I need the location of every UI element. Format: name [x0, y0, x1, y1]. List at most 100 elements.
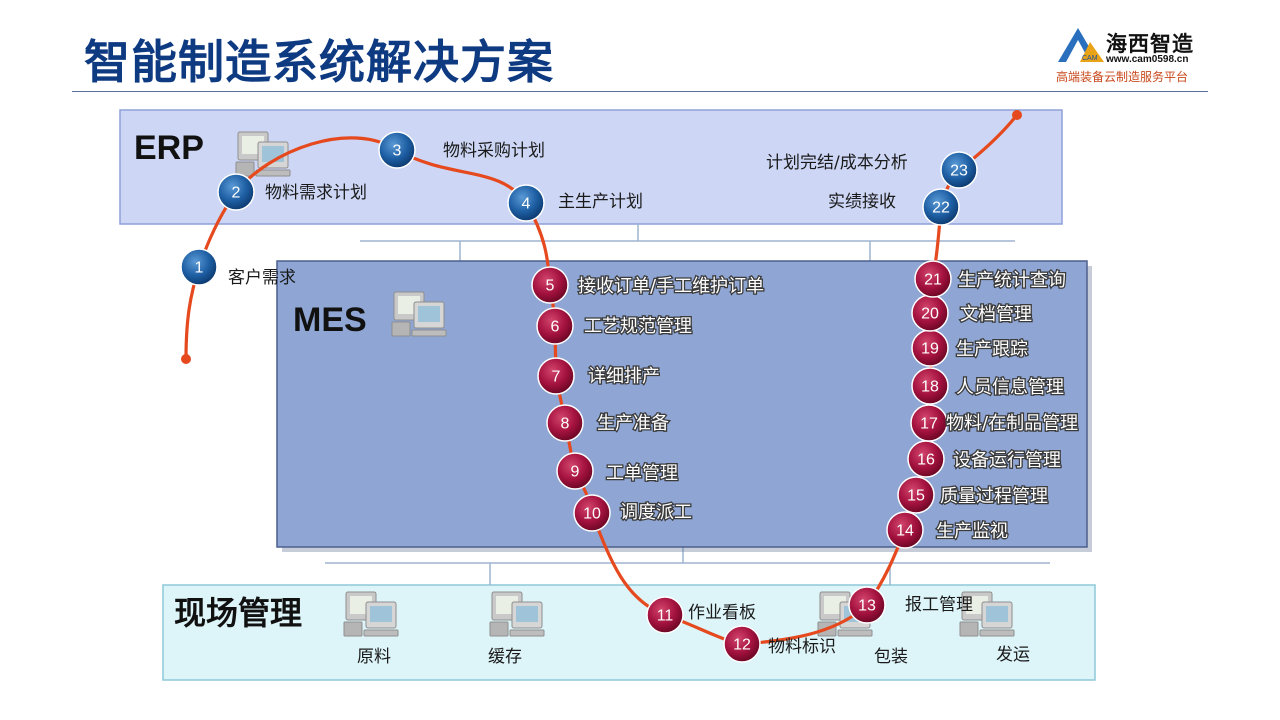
company-logo: CAM 海西智造 www.cam0598.cn 高端装备云制造服务平台 — [1052, 26, 1212, 86]
station-buffer: 缓存 — [488, 647, 522, 667]
step-number: 3 — [393, 143, 402, 160]
step-1: 1 客户需求 — [180, 248, 296, 288]
station-shipping: 发运 — [996, 645, 1030, 665]
step-label: 计划完结/成本分析 — [766, 153, 908, 173]
step-number: 22 — [932, 200, 950, 217]
step-node-21 — [914, 260, 952, 298]
step-number: 19 — [921, 341, 939, 358]
step-number: 18 — [921, 379, 939, 396]
step-node-5 — [531, 266, 569, 304]
logo-mark-text: CAM — [1082, 55, 1098, 62]
step-number: 4 — [522, 196, 531, 213]
step-label: 生产监视 — [936, 521, 1008, 542]
step-node-11 — [646, 596, 684, 634]
step-13: 13 报工管理 — [848, 586, 973, 624]
step-number: 13 — [858, 598, 876, 615]
step-node-6 — [536, 307, 574, 345]
step-number: 12 — [733, 637, 751, 654]
step-label: 物料标识 — [768, 637, 836, 657]
step-label: 质量过程管理 — [940, 486, 1048, 507]
step-20: 20 文档管理 — [911, 294, 1033, 332]
step-number: 14 — [896, 523, 914, 540]
station-packing: 包装 — [874, 647, 908, 667]
step-node-13 — [848, 586, 886, 624]
step-label: 文档管理 — [960, 304, 1032, 325]
step-node-14 — [886, 511, 924, 549]
step-17: 17 物料/在制品管理 — [910, 404, 1079, 442]
step-number: 23 — [950, 163, 968, 180]
step-number: 2 — [232, 185, 241, 202]
step-16: 16 设备运行管理 — [907, 440, 1062, 478]
step-number: 11 — [657, 608, 674, 625]
step-label: 接收订单/手工维护订单 — [578, 276, 764, 297]
step-3: 3 物料采购计划 — [378, 131, 545, 169]
erp-layer-title: ERP — [134, 129, 204, 167]
step-node-4 — [507, 184, 545, 222]
step-11: 11 作业看板 — [646, 596, 756, 634]
step-number: 9 — [571, 464, 580, 481]
step-label: 物料需求计划 — [265, 183, 367, 203]
step-number: 7 — [552, 369, 561, 386]
step-2: 2 物料需求计划 — [217, 173, 367, 211]
page-title: 智能制造系统解决方案 — [84, 35, 554, 89]
step-label: 实绩接收 — [828, 192, 896, 212]
step-node-12 — [723, 625, 761, 663]
step-label: 客户需求 — [228, 268, 296, 288]
step-label: 主生产计划 — [558, 192, 643, 212]
logo-name: 海西智造 — [1106, 32, 1194, 56]
step-label: 生产统计查询 — [958, 270, 1066, 291]
step-number: 20 — [921, 306, 939, 323]
title-divider — [72, 91, 1208, 92]
step-node-8 — [546, 404, 584, 442]
step-7: 7 详细排产 — [537, 357, 661, 395]
step-label: 设备运行管理 — [953, 450, 1061, 471]
logo-slogan: 高端装备云制造服务平台 — [1056, 70, 1189, 84]
logo-url: www.cam0598.cn — [1106, 54, 1189, 65]
step-label: 作业看板 — [688, 603, 756, 623]
step-node-23 — [940, 151, 978, 189]
step-label: 物料/在制品管理 — [946, 413, 1078, 434]
step-node-17 — [910, 404, 948, 442]
step-label: 工单管理 — [606, 463, 678, 484]
mes-layer-title: MES — [293, 301, 367, 339]
step-label: 工艺规范管理 — [584, 316, 692, 337]
step-14: 14 生产监视 — [886, 511, 1009, 549]
step-node-10 — [573, 494, 611, 532]
step-15: 15 质量过程管理 — [897, 476, 1049, 514]
step-12: 12 物料标识 — [723, 625, 836, 663]
step-number: 17 — [920, 416, 938, 433]
step-21: 21 生产统计查询 — [914, 260, 1067, 298]
shop-band — [162, 584, 1096, 681]
logo-triangle-icon: CAM — [1058, 28, 1104, 62]
step-node-3 — [378, 131, 416, 169]
step-node-1 — [180, 248, 218, 286]
step-23: 23 计划完结/成本分析 — [766, 151, 978, 189]
step-node-7 — [537, 357, 575, 395]
step-18: 18 人员信息管理 — [911, 367, 1065, 405]
step-label: 物料采购计划 — [443, 141, 545, 161]
step-node-9 — [556, 452, 594, 490]
step-label: 报工管理 — [905, 595, 973, 615]
flow-end-dot — [1012, 110, 1022, 120]
shop-layer-title: 现场管理 — [174, 594, 302, 632]
step-number: 16 — [917, 452, 935, 469]
step-node-18 — [911, 367, 949, 405]
step-number: 15 — [907, 488, 925, 505]
step-number: 21 — [924, 272, 942, 289]
step-label: 人员信息管理 — [956, 377, 1064, 398]
step-node-15 — [897, 476, 935, 514]
step-node-22 — [922, 188, 960, 226]
step-label: 调度派工 — [620, 502, 692, 523]
step-label: 详细排产 — [588, 366, 660, 387]
step-number: 1 — [195, 260, 204, 277]
erp-mes-connector — [360, 224, 1015, 262]
step-4: 4 主生产计划 — [507, 184, 643, 222]
step-node-2 — [217, 173, 255, 211]
step-number: 5 — [546, 278, 555, 295]
step-number: 10 — [583, 506, 601, 523]
